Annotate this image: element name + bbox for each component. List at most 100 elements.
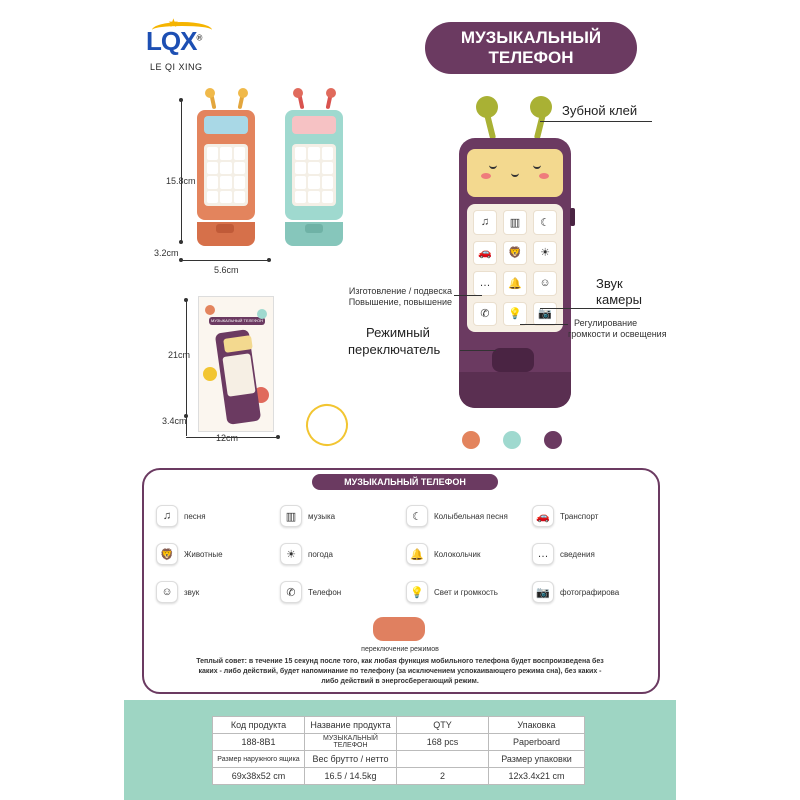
volume-knob [570,208,575,226]
feature-item: ☀погода [280,543,410,565]
mode-switch-label: переключение режимов [361,646,439,653]
table-row: Код продукта Название продукта QTY Упако… [212,716,585,734]
chat-icon: … [532,543,554,565]
bulb-icon: 💡 [406,581,428,603]
key-lion-icon: 🦁 [503,240,527,265]
big-antenna-ball [476,96,498,118]
package-depth-label: 3.4cm [162,416,187,426]
phone-width-label: 5.6cm [214,265,239,275]
big-phone-mode-button [492,348,534,372]
table-row: 188-8B1 МУЗЫКАЛЬНЫЙ ТЕЛЕФОН 168 pcs Pape… [212,733,585,751]
width-dimension-line [181,260,269,261]
color-option-mint [503,431,521,449]
callout-line [540,121,652,122]
color-option-orange [462,431,480,449]
antenna-ball [238,88,248,98]
dim-dot [276,435,280,439]
lion-icon: 🦁 [156,543,178,565]
feature-item: 🦁Животные [156,543,286,565]
warm-tip: Теплый совет: в течение 15 секунд после … [196,658,604,685]
package-label: МУЗЫКАЛЬНЫЙ ТЕЛЕФОН [209,317,265,325]
dim-dot [179,240,183,244]
lanyard-strap [300,398,354,452]
key-chat-icon: … [473,271,497,296]
big-phone-base [459,372,571,408]
feature-item: 🔔Колокольчик [406,543,536,565]
feature-item: ☺звук [156,581,286,603]
mint-phone-button [305,224,323,233]
camera-icon: 📷 [532,581,554,603]
key-face-icon: ☺ [533,271,557,296]
pkg-width-line [186,437,278,438]
panel-title: МУЗЫКАЛЬНЫЙ ТЕЛЕФОН [312,474,498,490]
feature-item: 📷фотографирова [532,581,662,603]
antenna-ball [326,88,336,98]
antenna-ball [293,88,303,98]
color-option-purple [544,431,562,449]
callout-mode-switch: Режимный переключатель [348,325,441,357]
callout-teether: Зубной клей [562,103,638,118]
dim-dot [179,98,183,102]
package-width-label: 12cm [216,433,239,443]
callout-line [454,295,482,296]
key-sun-icon: ☀ [533,240,557,265]
package-box: МУЗЫКАЛЬНЫЙ ТЕЛЕФОН [198,296,274,432]
pkg-height-line [186,300,187,436]
key-music-icon: ♫ [473,210,497,235]
mint-phone-keypad [292,144,336,206]
big-phone-face [467,149,563,197]
key-car-icon: 🚗 [473,240,497,265]
callout-line [460,350,496,351]
brand-logo: LQX® [146,26,202,56]
moon-icon: ☾ [406,505,428,527]
callout-sound-camera: Звук камеры [596,276,642,307]
logo-star-icon: ★ [168,16,179,30]
dim-dot [179,258,183,262]
dim-dot [184,414,188,418]
big-antenna-ball [530,96,552,118]
antenna-ball [205,88,215,98]
callout-volume-light: Регулирование громкости и освещения [568,318,667,339]
key-camera-icon: 📷 [533,301,557,326]
key-phone-icon: ✆ [473,301,497,326]
piano-icon: ▥ [280,505,302,527]
feature-item: ☾Колыбельная песня [406,505,536,527]
logo-arc [152,22,212,38]
feature-item: …сведения [532,543,662,565]
package-height-label: 21cm [168,350,191,360]
phone-icon: ✆ [280,581,302,603]
table-row: 69x38x52 cm 16.5 / 14.5kg 2 12x3.4x21 cm [212,767,585,785]
height-dimension-line [181,100,182,242]
bell-icon: 🔔 [406,543,428,565]
brand-subtitle: LE QI XING [150,62,203,72]
function-panel [142,468,660,694]
dim-dot [184,298,188,302]
orange-phone-button [216,224,234,233]
face-icon: ☺ [156,581,178,603]
dim-dot [267,258,271,262]
phone-height-label: 15.8cm [166,176,196,186]
feature-item: ♫песня [156,505,286,527]
callout-line [520,324,568,325]
phone-base-label: 3.2cm [154,248,179,258]
callout-make-hang: Изготовление / подвеска Повышение, повыш… [348,286,452,307]
callout-line [540,308,640,309]
key-moon-icon: ☾ [533,210,557,235]
key-bulb-icon: 💡 [503,301,527,326]
product-title: МУЗЫКАЛЬНЫЙ ТЕЛЕФОН [425,22,637,74]
sun-icon: ☀ [280,543,302,565]
big-phone-keypad: ♫▥☾ 🚗🦁☀ …🔔☺ ✆💡📷 [467,204,563,332]
orange-phone-keypad [204,144,248,206]
orange-phone-face [204,116,248,134]
feature-item: 💡Свет и громкость [406,581,536,603]
car-icon: 🚗 [532,505,554,527]
mode-switch-graphic [373,617,425,641]
feature-item: ✆Телефон [280,581,410,603]
feature-item: 🚗Транспорт [532,505,662,527]
mint-phone-face [292,116,336,134]
feature-item: ▥музыка [280,505,410,527]
music-note-icon: ♫ [156,505,178,527]
key-piano-icon: ▥ [503,210,527,235]
table-row: Размер наружного ящика Вес брутто / нетт… [212,750,585,768]
product-info-table: Код продукта Название продукта QTY Упако… [212,716,585,785]
